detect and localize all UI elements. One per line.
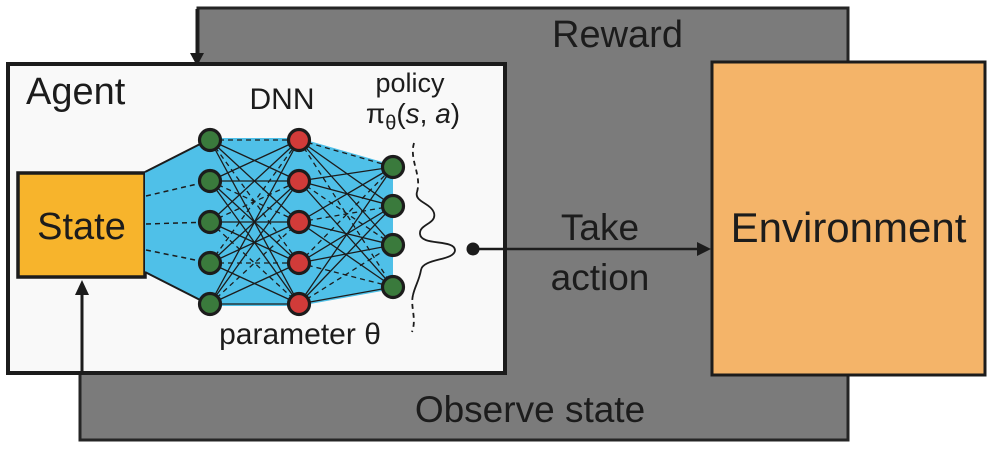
agent-label: Agent (26, 71, 126, 113)
network-link (209, 139, 300, 305)
reward-arrow-head (190, 53, 204, 66)
network-link (298, 244, 394, 305)
network-link (298, 166, 394, 264)
network-link (298, 166, 394, 223)
network-link (298, 139, 394, 168)
network-node-green (197, 209, 223, 235)
network-node-green (380, 193, 406, 219)
network-link (298, 286, 394, 305)
state-label: State (37, 206, 126, 248)
action-sample-dot (466, 242, 480, 256)
network-node-green (197, 127, 223, 153)
network-node-green (380, 154, 406, 180)
network-link (298, 205, 394, 305)
network-link (298, 166, 394, 182)
network-node-red (286, 250, 312, 276)
observe-state-arrow-head (75, 280, 89, 295)
network-link (298, 139, 394, 207)
pi-symbol: π (365, 98, 386, 129)
theta-subscript: θ (385, 112, 397, 135)
take-action-label: Take action (525, 203, 675, 303)
action-var: a (435, 98, 451, 129)
network-node-red (286, 127, 312, 153)
policy-curve-top (411, 142, 420, 193)
network-node-green (197, 168, 223, 194)
network-node-red (286, 209, 312, 235)
network-link (298, 244, 394, 264)
network-membrane (145, 138, 210, 306)
network-node-green (197, 250, 223, 276)
network-link (298, 139, 394, 288)
environment-box (710, 60, 987, 377)
network-link (209, 139, 300, 264)
network-link (298, 205, 394, 223)
state-var: s (405, 98, 420, 129)
network-link (209, 139, 300, 182)
network-node-red (286, 168, 312, 194)
network-node-red (286, 291, 312, 317)
network-link (209, 262, 300, 305)
policy-distribution-curve (411, 142, 456, 333)
policy-word-label: policy (375, 68, 445, 98)
network-link (298, 221, 394, 246)
take-action-arrow-head (697, 242, 711, 256)
reward-label: Reward (552, 14, 683, 56)
state-input-link (145, 221, 211, 225)
network-link (209, 221, 300, 305)
comma: , (419, 98, 436, 129)
take-action-line1: Take (560, 207, 640, 248)
paren-close: ) (450, 98, 461, 129)
network-link (209, 221, 300, 305)
policy-formula-label: πθ(s, a) (348, 98, 478, 134)
network-link (298, 166, 394, 305)
policy-curve-middle (412, 191, 456, 296)
state-box (16, 171, 147, 279)
dnn-label: DNN (249, 83, 315, 116)
network-link (298, 139, 394, 246)
network-node-green (380, 232, 406, 258)
network-node-green (380, 274, 406, 300)
network-link (298, 180, 394, 246)
policy-curve-bottom (411, 294, 415, 333)
environment-label: Environment (730, 204, 967, 251)
network-link (298, 180, 394, 207)
parameter-theta-label: parameter θ (219, 318, 381, 351)
observe-state-label: Observe state (414, 389, 646, 430)
network-node-green (197, 291, 223, 317)
neural-network (144, 127, 406, 317)
take-action-line2: action (550, 256, 650, 298)
network-link (209, 180, 300, 305)
paren-open: ( (396, 98, 406, 129)
network-link (209, 139, 300, 223)
